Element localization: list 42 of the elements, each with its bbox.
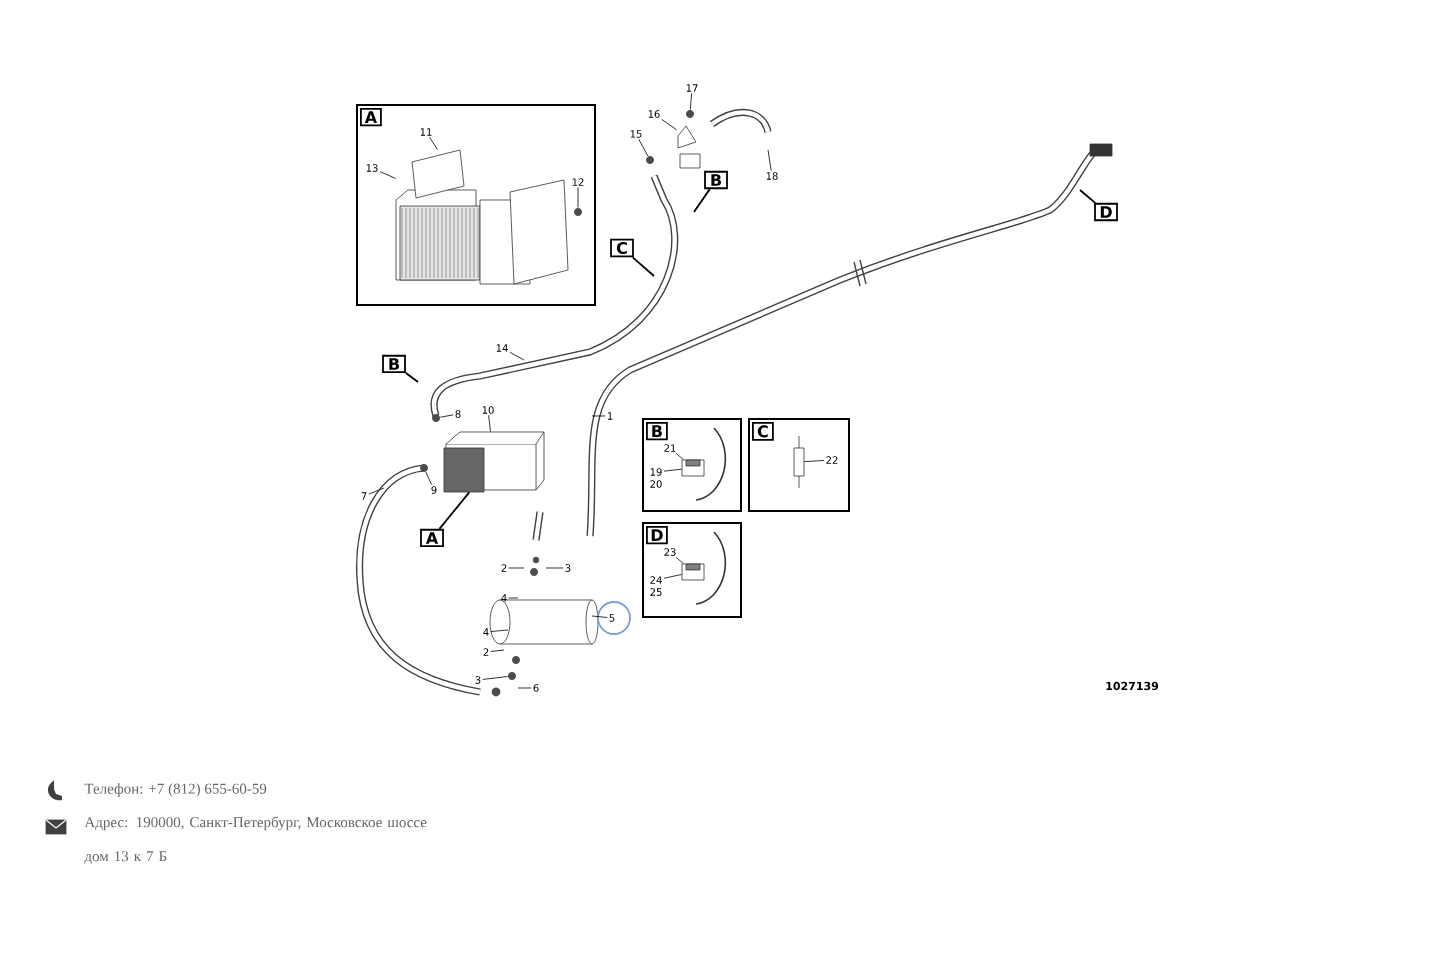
leader-line	[1079, 189, 1097, 204]
leader-line	[490, 629, 509, 632]
leader-line	[804, 460, 825, 463]
callout-letter: D	[1094, 202, 1118, 222]
oil-cooler-drawing	[395, 149, 569, 285]
leader-line	[517, 687, 532, 689]
leader-line	[767, 149, 772, 171]
callout-letter: B	[382, 354, 406, 374]
leader-line	[508, 567, 525, 569]
leader-line	[405, 372, 419, 383]
leader-line	[438, 491, 471, 530]
leader-line	[663, 468, 682, 472]
leader-line	[689, 92, 692, 110]
leader-line	[439, 414, 454, 418]
leader-line	[577, 186, 579, 208]
oil-cooler-drawing	[443, 431, 545, 493]
leader-line	[379, 171, 396, 179]
callout-letter: A	[420, 528, 444, 548]
leader-line	[482, 676, 509, 680]
leader-line	[368, 487, 385, 495]
callout-letter: C	[610, 238, 634, 258]
leader-line	[693, 188, 711, 213]
leader-line	[591, 615, 608, 618]
leader-line	[508, 597, 519, 599]
callout-letter: B	[704, 170, 728, 190]
leader-line	[425, 471, 432, 485]
leader-line	[675, 452, 684, 460]
leader-line	[429, 136, 438, 150]
clamp-drawing	[681, 427, 727, 501]
leader-line	[509, 351, 525, 361]
clamp-drawing	[681, 531, 727, 605]
leader-line	[675, 556, 684, 564]
leader-line	[638, 138, 649, 157]
leader-line	[661, 118, 677, 131]
bracket-drawing	[677, 125, 697, 149]
leader-line	[591, 415, 606, 417]
connector-drawing	[793, 435, 805, 489]
leader-line	[488, 414, 491, 432]
leader-line	[631, 256, 655, 277]
leader-line	[490, 649, 505, 652]
leader-line	[663, 574, 682, 579]
leader-line	[545, 567, 564, 569]
